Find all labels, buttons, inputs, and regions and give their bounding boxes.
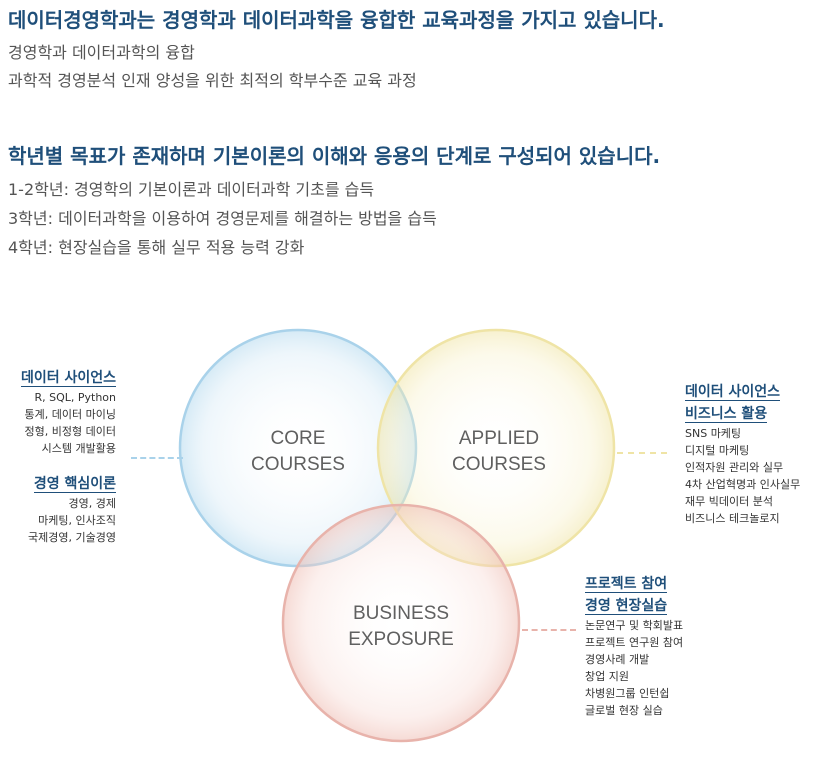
right-applied-title-2: 비즈니스 활용 xyxy=(685,406,768,423)
list-item: 재무 빅데이터 분석 xyxy=(685,495,773,508)
core-connector xyxy=(131,457,183,459)
business-label-line-2: EXPOSURE xyxy=(348,629,454,650)
right-applied-title-1: 데이터 사이언스 xyxy=(685,384,781,401)
bottom-business-title-1: 프로젝트 참여 xyxy=(585,576,668,593)
list-item: 논문연구 및 학회발표 xyxy=(585,619,684,632)
left-data-science-title: 데이터 사이언스 xyxy=(20,370,116,387)
applied-connector xyxy=(617,452,667,454)
list-item: 시스템 개발활용 xyxy=(41,442,116,455)
business-exposure-circle xyxy=(281,503,521,743)
goals-heading: 학년별 목표가 존재하며 기본이론의 이해와 응용의 단계로 구성되어 있습니다… xyxy=(8,144,661,168)
list-item: SNS 마케팅 xyxy=(685,427,742,440)
list-item: 정형, 비정형 데이터 xyxy=(24,425,116,438)
list-item: 프로젝트 연구원 참여 xyxy=(585,636,684,649)
list-item: 인적자원 관리와 실무 xyxy=(685,461,784,474)
business-connector xyxy=(522,629,576,631)
list-item: 비즈니스 테크놀로지 xyxy=(685,512,780,525)
left-management-block: 경영 핵심이론 경영, 경제 마케팅, 인사조직 국제경영, 기술경영 xyxy=(28,473,116,546)
list-item: 통계, 데이터 마이닝 xyxy=(24,408,116,421)
applied-label-line-1: APPLIED xyxy=(459,428,539,449)
core-label-line-1: CORE xyxy=(271,428,326,449)
intro-heading: 데이터경영학과는 경영학과 데이터과학을 융합한 교육과정을 가지고 있습니다. xyxy=(8,8,665,32)
list-item: R, SQL, Python xyxy=(34,391,116,404)
list-item: 국제경영, 기술경영 xyxy=(28,531,116,544)
bottom-business-title-2: 경영 현장실습 xyxy=(585,598,668,615)
right-applied-block: 데이터 사이언스 비즈니스 활용 SNS 마케팅 디지털 마케팅 인적자원 관리… xyxy=(685,381,800,527)
list-item: 마케팅, 인사조직 xyxy=(38,514,116,527)
bottom-business-block: 프로젝트 참여 경영 현장실습 논문연구 및 학회발표 프로젝트 연구원 참여 … xyxy=(585,573,683,719)
left-data-science-block: 데이터 사이언스 R, SQL, Python 통계, 데이터 마이닝 정형, … xyxy=(20,367,116,457)
list-item: 창업 지원 xyxy=(585,670,629,683)
intro-line-1: 경영학과 데이터과학의 융합 xyxy=(8,43,195,62)
left-management-title: 경영 핵심이론 xyxy=(33,476,116,493)
list-item: 글로벌 현장 실습 xyxy=(585,704,663,717)
applied-label-line-2: COURSES xyxy=(452,454,546,475)
list-item: 디지털 마케팅 xyxy=(685,444,750,457)
goals-line-1: 1-2학년: 경영학의 기본이론과 데이터과학 기초를 습득 xyxy=(8,180,375,199)
core-label-line-2: COURSES xyxy=(251,454,345,475)
list-item: 경영, 경제 xyxy=(68,497,116,510)
intro-line-2: 과학적 경영분석 인재 양성을 위한 최적의 학부수준 교육 과정 xyxy=(8,71,417,90)
goals-line-2: 3학년: 데이터과학을 이용하여 경영문제를 해결하는 방법을 습득 xyxy=(8,209,437,228)
business-label-line-1: BUSINESS xyxy=(353,603,449,624)
list-item: 경영사례 개발 xyxy=(585,653,650,666)
list-item: 차병원그룹 인턴쉽 xyxy=(585,687,670,700)
goals-line-3: 4학년: 현장실습을 통해 실무 적용 능력 강화 xyxy=(8,238,305,257)
list-item: 4차 산업혁명과 인사실무 xyxy=(685,478,801,491)
